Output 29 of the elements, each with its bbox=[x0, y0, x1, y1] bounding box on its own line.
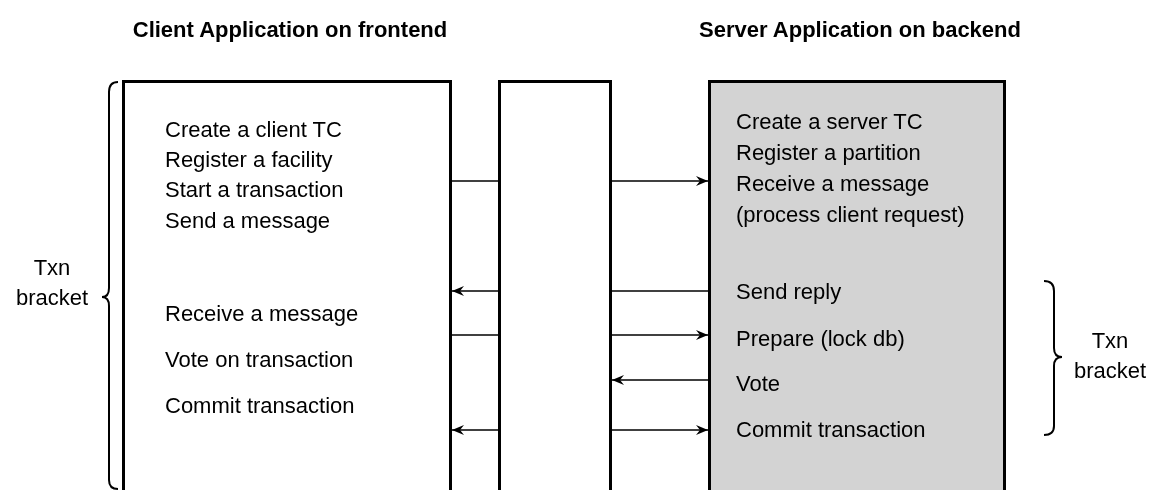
column-heading: Client Application on frontend bbox=[131, 16, 449, 44]
step-text: Receive a message bbox=[736, 171, 930, 197]
arrow bbox=[451, 425, 499, 435]
arrow bbox=[451, 286, 499, 296]
step-text: Commit transaction bbox=[165, 393, 355, 419]
arrow bbox=[611, 330, 709, 340]
column-heading: Server Application on backend bbox=[698, 16, 1022, 44]
arrow bbox=[611, 176, 709, 186]
arrow bbox=[611, 375, 709, 385]
arrow bbox=[611, 425, 709, 435]
step-text: Vote on transaction bbox=[165, 347, 354, 373]
step-text: Register a partition bbox=[736, 140, 921, 166]
step-text: Vote bbox=[736, 371, 781, 397]
step-text: Create a client TC bbox=[165, 117, 342, 143]
step-text: Send a message bbox=[165, 208, 331, 234]
step-text: Register a facility bbox=[165, 147, 333, 173]
step-text: Create a server TC bbox=[736, 109, 923, 135]
bracket-label: Txn bracket bbox=[1072, 327, 1148, 385]
step-text: Prepare (lock db) bbox=[736, 326, 905, 352]
step-text: Send reply bbox=[736, 279, 842, 305]
message-line bbox=[451, 334, 499, 336]
step-text: Start a transaction bbox=[165, 177, 344, 203]
step-text: Commit transaction bbox=[736, 417, 926, 443]
step-text: (process client request) bbox=[736, 202, 965, 228]
lifeline-box bbox=[498, 80, 612, 490]
message-line bbox=[451, 180, 499, 182]
bracket-label: Txn bracket bbox=[14, 254, 90, 312]
step-text: Receive a message bbox=[165, 301, 359, 327]
message-line bbox=[611, 290, 709, 292]
